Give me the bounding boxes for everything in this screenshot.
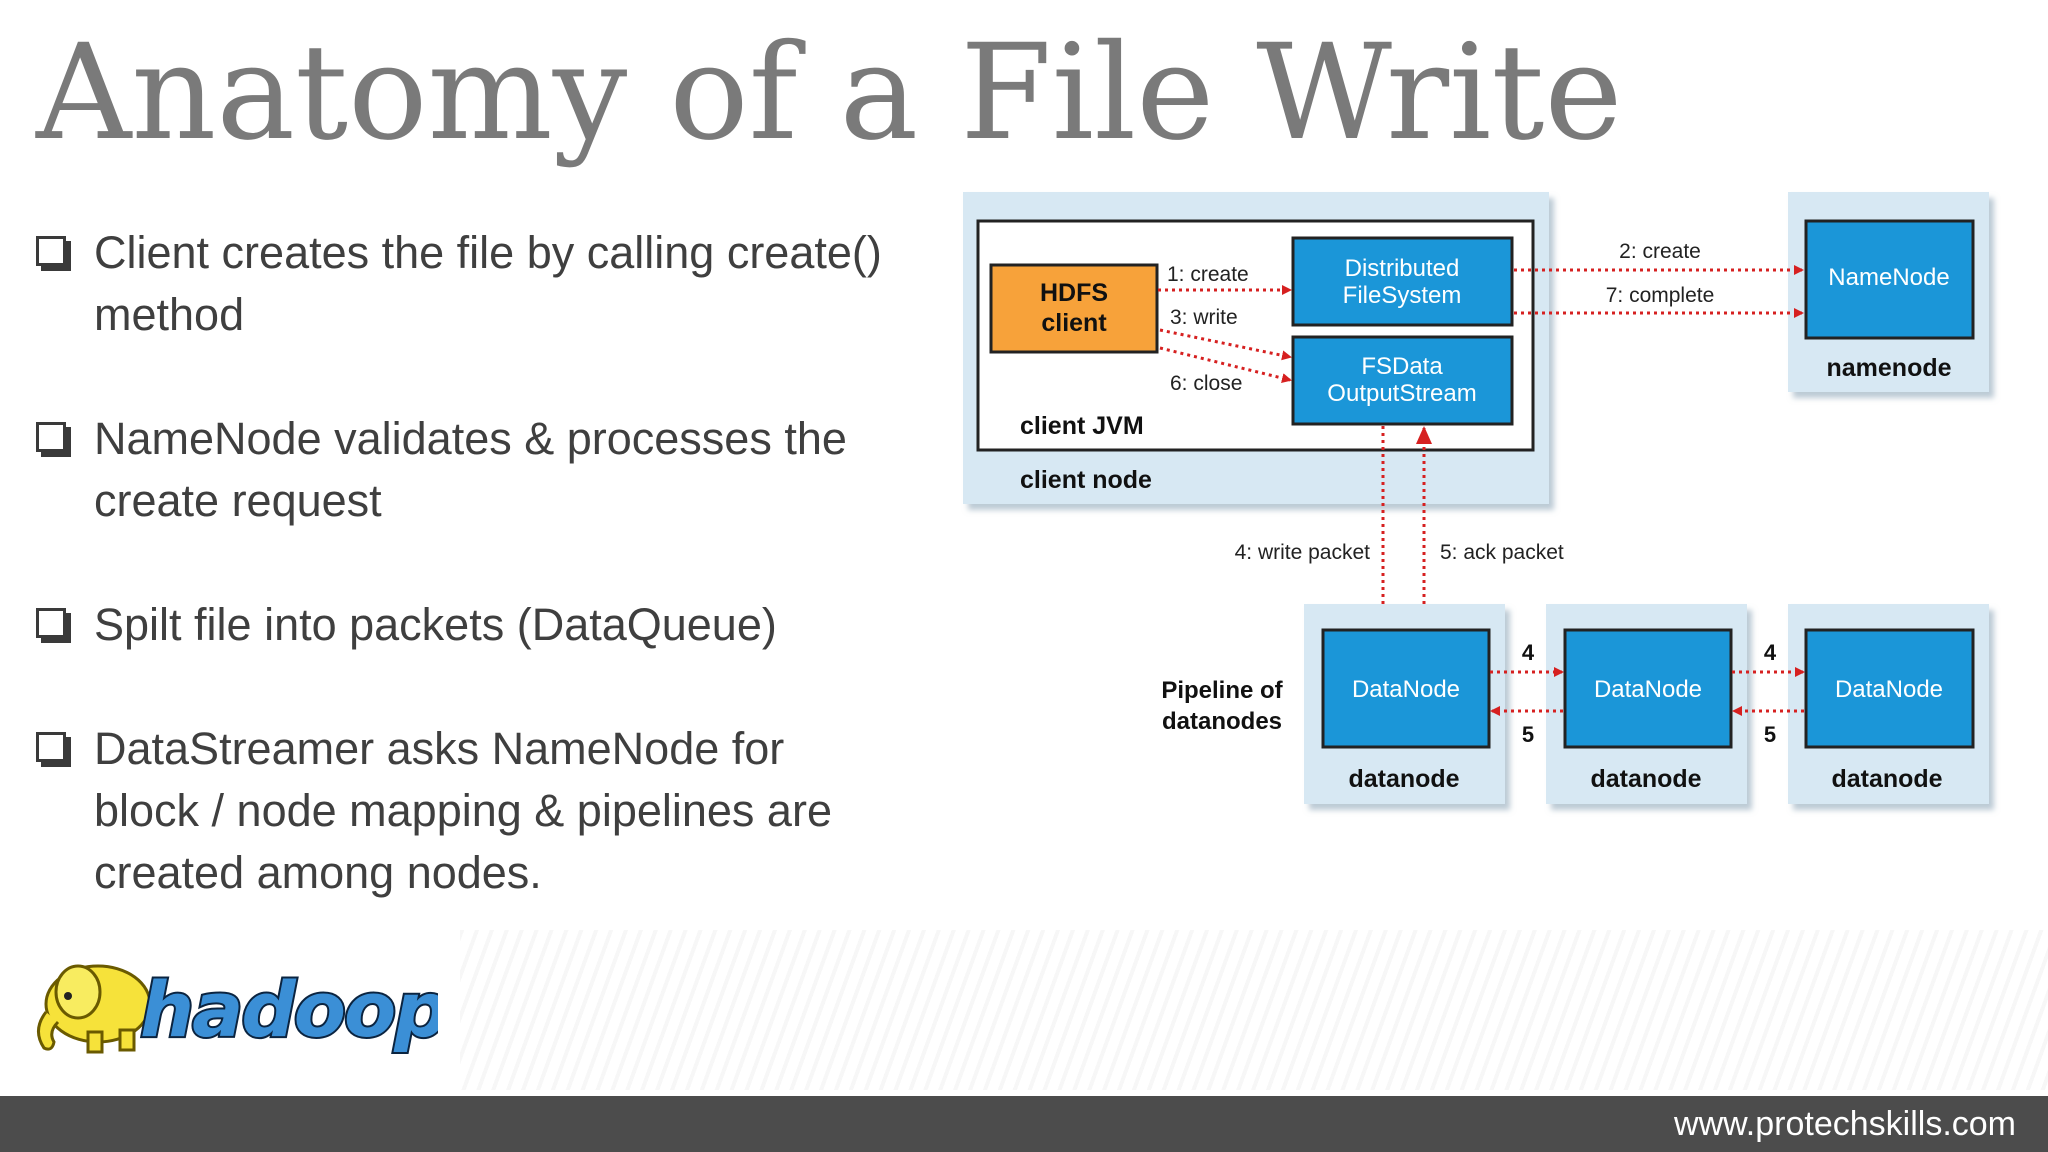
distributed-filesystem-box <box>1291 236 1514 327</box>
arrow-close <box>1159 346 1292 383</box>
datanode-box <box>1804 628 1975 749</box>
bullet-item: DataStreamer asks NameNode for block / n… <box>30 718 930 904</box>
bullet-text: NameNode validates & processes the <box>94 413 847 464</box>
bullet-text: Client creates the file by calling creat… <box>94 227 882 278</box>
bullet-item: Spilt file into packets (DataQueue) <box>30 594 930 656</box>
arrow-nn-create-label: 2: create <box>1619 240 1701 263</box>
datanode-caption: datanode <box>1590 765 1701 793</box>
client-jvm-label: client JVM <box>1020 412 1144 440</box>
elephant-icon <box>37 964 152 1054</box>
hdfs-client-box <box>989 263 1159 354</box>
fsdata-outputstream-box <box>1291 335 1514 426</box>
footer-url[interactable]: www.protechskills.com <box>1674 1105 2016 1143</box>
namenode-caption: namenode <box>1826 354 1951 382</box>
footer-bar: www.protechskills.com <box>0 1096 2048 1152</box>
bullet-text: created among nodes. <box>94 847 542 898</box>
pipeline-label: datanodes <box>1162 708 1282 735</box>
bullet-text: create request <box>94 475 382 526</box>
pipe-forward-label: 4 <box>1522 640 1535 665</box>
bullet-text: DataStreamer asks NameNode for <box>94 723 785 774</box>
arrow-complete-label: 7: complete <box>1606 284 1715 307</box>
datanode-box <box>1563 628 1733 749</box>
datanode-box-label: DataNode <box>1594 676 1702 703</box>
checkbox-bullet-icon <box>36 422 66 452</box>
ack-packet-label: 5: ack packet <box>1440 541 1564 564</box>
arrow-close-label: 6: close <box>1170 372 1242 395</box>
checkbox-bullet-icon <box>36 608 66 638</box>
arrow-write-label: 3: write <box>1170 306 1238 329</box>
hdfs-client-label: client <box>1041 309 1107 337</box>
datanode-caption: datanode <box>1831 765 1942 793</box>
checkbox-bullet-icon <box>36 732 66 762</box>
fsdata-outputstream-label: OutputStream <box>1327 380 1476 407</box>
bullet-text: Spilt file into packets (DataQueue) <box>94 599 777 650</box>
namenode-box <box>1804 219 1975 340</box>
fsdata-outputstream-label: FSData <box>1361 353 1443 380</box>
pipe-ack-label: 5 <box>1522 722 1534 747</box>
arrow-create-label: 1: create <box>1167 263 1249 286</box>
hadoop-logo-text: hadoop <box>140 965 438 1054</box>
arrow-write <box>1159 328 1292 361</box>
distributed-filesystem-label: FileSystem <box>1343 282 1462 309</box>
write-packet-label: 4: write packet <box>1235 541 1371 564</box>
pipeline-label: Pipeline of <box>1161 677 1283 704</box>
bullet-item: NameNode validates & processes the creat… <box>30 408 930 532</box>
bullet-text: block / node mapping & pipelines are <box>94 785 832 836</box>
datanode-caption: datanode <box>1348 765 1459 793</box>
checkbox-bullet-icon <box>36 236 66 266</box>
bullet-item: Client creates the file by calling creat… <box>30 222 930 346</box>
bullet-text: method <box>94 289 245 340</box>
client-node-label: client node <box>1020 466 1152 494</box>
namenode-box-label: NameNode <box>1828 264 1949 291</box>
datanode-box-label: DataNode <box>1352 676 1460 703</box>
pipe-ack-label: 5 <box>1764 722 1776 747</box>
distributed-filesystem-label: Distributed <box>1345 255 1460 282</box>
slide-title: Anatomy of a File Write <box>36 16 1623 170</box>
hdfs-client-label: HDFS <box>1040 279 1108 307</box>
pipe-forward-label: 4 <box>1764 640 1777 665</box>
decorative-stripes <box>460 930 2048 1090</box>
bullet-list: Client creates the file by calling creat… <box>30 222 930 966</box>
hadoop-logo: hadoop <box>37 963 438 1056</box>
datanode-box-label: DataNode <box>1835 676 1943 703</box>
datanode-box <box>1321 628 1491 749</box>
